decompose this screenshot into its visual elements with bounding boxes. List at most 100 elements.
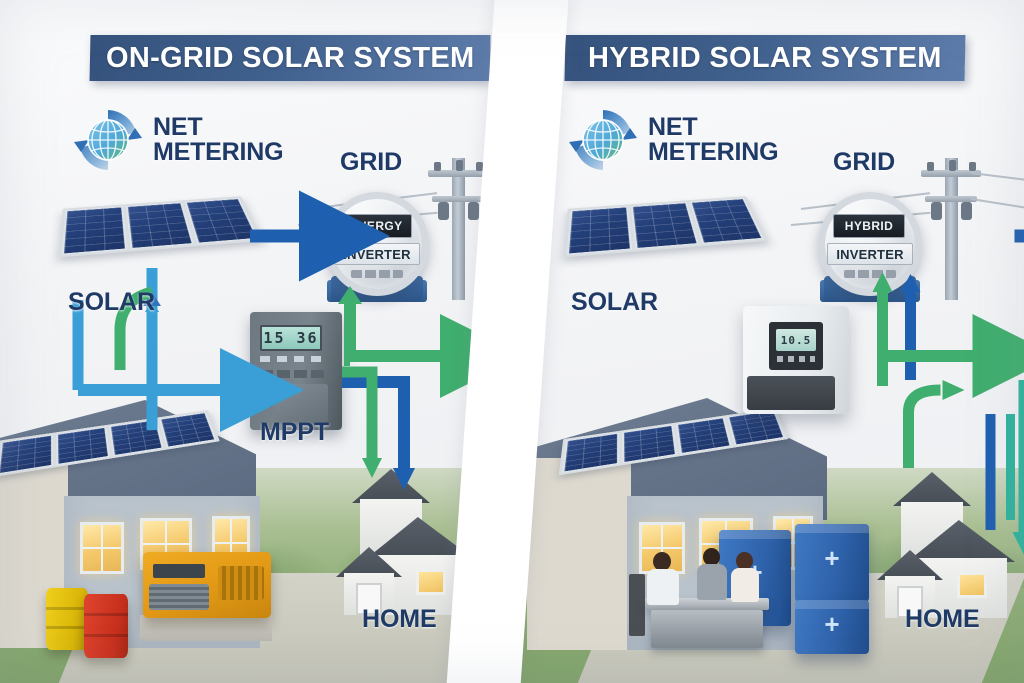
- pole-transformer: [931, 202, 942, 220]
- battery-plus-icon: +: [824, 608, 840, 639]
- meter-display: HYBRID: [833, 214, 905, 238]
- ground-solar-panel-array: [563, 196, 769, 258]
- battery-plus-icon: +: [824, 543, 840, 574]
- solar-panel-cell: [0, 434, 53, 475]
- red-fuel-drum: [84, 594, 128, 658]
- pole-insulator: [927, 162, 934, 171]
- on-grid-title-banner: ON-GRID SOLAR SYSTEM: [89, 35, 491, 81]
- pole-insulator: [949, 160, 956, 171]
- mppt-display-value: 15 36: [263, 329, 319, 347]
- person-seated: [647, 552, 679, 605]
- home-window: [957, 572, 987, 598]
- solar-panel-cell: [159, 411, 217, 448]
- hybrid-title-text: HYBRID SOLAR SYSTEM: [588, 41, 942, 74]
- utility-pole: [297, 150, 505, 300]
- solar-panel-cell: [621, 424, 677, 464]
- solar-panel-cell: [727, 409, 786, 446]
- power-line: [970, 198, 1024, 215]
- solar-panel-cell: [184, 197, 260, 245]
- net-metering-line2: METERING: [648, 138, 779, 166]
- label-grid: GRID: [340, 148, 403, 176]
- battery-lid: [795, 600, 869, 609]
- meter-display-text: ENERGY: [349, 219, 403, 233]
- label-mppt: MPPT: [260, 418, 330, 446]
- hybrid-title-banner: HYBRID SOLAR SYSTEM: [564, 35, 966, 81]
- net-metering-badge: NET METERING: [567, 104, 779, 176]
- generator-control-panel: [153, 564, 205, 578]
- meter-dial: [844, 270, 896, 278]
- pole-transformer: [468, 202, 479, 220]
- diesel-generator: [143, 552, 271, 618]
- solar-panel-cell: [689, 197, 765, 245]
- battery-lid: [795, 524, 869, 533]
- battery-lid: [719, 530, 791, 539]
- pole-crossarm: [428, 170, 488, 177]
- meter-display-text: HYBRID: [844, 219, 894, 233]
- yellow-fuel-drum: [46, 588, 88, 650]
- pole-crossarm: [925, 196, 977, 202]
- meter-nameplate: INVERTER: [334, 243, 420, 265]
- globe-refresh-icon: [567, 104, 639, 176]
- net-metering-line1: NET: [153, 112, 203, 141]
- generator-grill: [149, 584, 209, 610]
- patio-table-base: [651, 610, 763, 648]
- label-home: HOME: [905, 605, 980, 633]
- mppt-front-panel: [276, 384, 328, 422]
- label-home: HOME: [362, 605, 437, 633]
- pole-insulator: [434, 162, 441, 171]
- pole-mast: [945, 158, 958, 300]
- home-upper-roof: [352, 469, 430, 503]
- person-torso: [731, 568, 759, 602]
- person-seated: [731, 552, 759, 602]
- energy-meter: ENERGY INVERTER: [325, 192, 429, 307]
- solar-panel-cell: [61, 206, 128, 256]
- meter-dial: [351, 270, 403, 278]
- inverter-display-value: 10.5: [780, 333, 812, 347]
- globe-refresh-icon: [72, 104, 144, 176]
- house-gable: [527, 458, 631, 650]
- label-solar: SOLAR: [68, 288, 156, 316]
- hybrid-inverter: 10.5: [743, 306, 849, 414]
- label-solar: SOLAR: [571, 288, 659, 316]
- pole-transformer: [961, 202, 972, 220]
- net-metering-badge: NET METERING: [72, 104, 284, 176]
- person-head: [703, 548, 720, 566]
- mppt-vents: [260, 370, 328, 378]
- pole-mast: [452, 158, 465, 300]
- battery-unit: +: [795, 600, 869, 654]
- utility-pole: [790, 150, 1024, 300]
- generator-pad: [140, 615, 272, 641]
- generator-vent: [218, 566, 264, 600]
- label-grid: GRID: [833, 148, 896, 176]
- meter-nameplate: INVERTER: [827, 243, 913, 265]
- solar-panel-cell: [566, 206, 633, 256]
- solar-panel-cell: [562, 432, 619, 473]
- mppt-buttons: [260, 356, 328, 362]
- solar-panel-cell: [55, 426, 110, 466]
- battery-unit: +: [795, 524, 869, 602]
- inverter-display: 10.5: [776, 329, 816, 351]
- meter-display: ENERGY: [340, 214, 412, 238]
- net-metering-line1: NET: [648, 112, 698, 141]
- pole-transformer: [438, 202, 449, 220]
- mppt-charge-controller: 15 36: [250, 312, 342, 430]
- pole-insulator: [969, 162, 976, 171]
- inverter-lower-housing: [747, 376, 835, 410]
- meter-nameplate-text: INVERTER: [836, 246, 904, 262]
- pole-crossarm: [432, 196, 484, 202]
- meter-nameplate-text: INVERTER: [343, 246, 411, 262]
- pole-crossarm: [921, 170, 981, 177]
- person-head: [736, 552, 753, 570]
- pole-insulator: [476, 162, 483, 171]
- home-window: [416, 569, 446, 595]
- hybrid-meter: HYBRID INVERTER: [818, 192, 922, 307]
- on-grid-panel: ENERGY INVERTER 15 36: [0, 0, 505, 683]
- patio-chair: [629, 574, 645, 636]
- home-door: [897, 586, 923, 618]
- net-metering-label: NET METERING: [648, 112, 779, 166]
- person-head: [653, 552, 671, 571]
- person-torso: [647, 569, 679, 605]
- ground-solar-panel-array: [58, 196, 264, 258]
- on-grid-title-text: ON-GRID SOLAR SYSTEM: [105, 41, 475, 74]
